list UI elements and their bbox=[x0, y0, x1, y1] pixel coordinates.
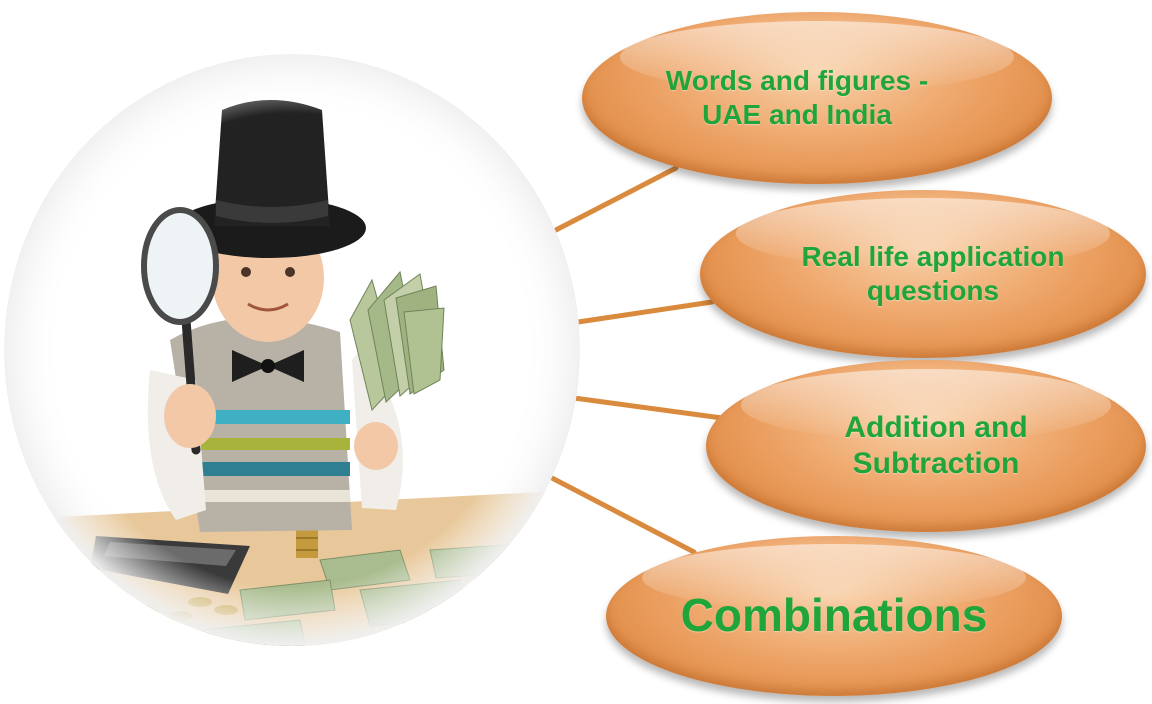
topic-ellipse-3: Addition and Subtraction bbox=[706, 360, 1146, 532]
topic-1-line-1: Words and figures - bbox=[665, 65, 929, 97]
topic-label-4: Combinations bbox=[681, 588, 988, 643]
connector-line-2 bbox=[575, 299, 715, 325]
topic-label-1: Words and figures - UAE and India bbox=[666, 64, 928, 131]
topic-label-3: Addition and Subtraction bbox=[844, 410, 1027, 482]
connector-line-4 bbox=[549, 475, 697, 555]
connector-line-3 bbox=[571, 395, 725, 421]
topic-1-line-2: UAE and India bbox=[702, 99, 892, 130]
topic-ellipse-4: Combinations bbox=[606, 536, 1062, 696]
topic-3-line-2: Subtraction bbox=[852, 447, 1020, 480]
topic-ellipse-1: Words and figures - UAE and India bbox=[582, 12, 1052, 184]
child-with-money-photo bbox=[4, 54, 580, 646]
topic-4-line-1: Combinations bbox=[680, 589, 988, 642]
topic-2-line-2: questions bbox=[866, 275, 1000, 306]
topic-ellipse-2: Real life application questions bbox=[700, 190, 1146, 358]
topic-3-line-1: Addition and bbox=[844, 411, 1028, 444]
topic-label-2: Real life application questions bbox=[802, 240, 1065, 307]
topic-2-line-1: Real life application bbox=[801, 241, 1065, 273]
connector-line-1 bbox=[549, 165, 679, 235]
